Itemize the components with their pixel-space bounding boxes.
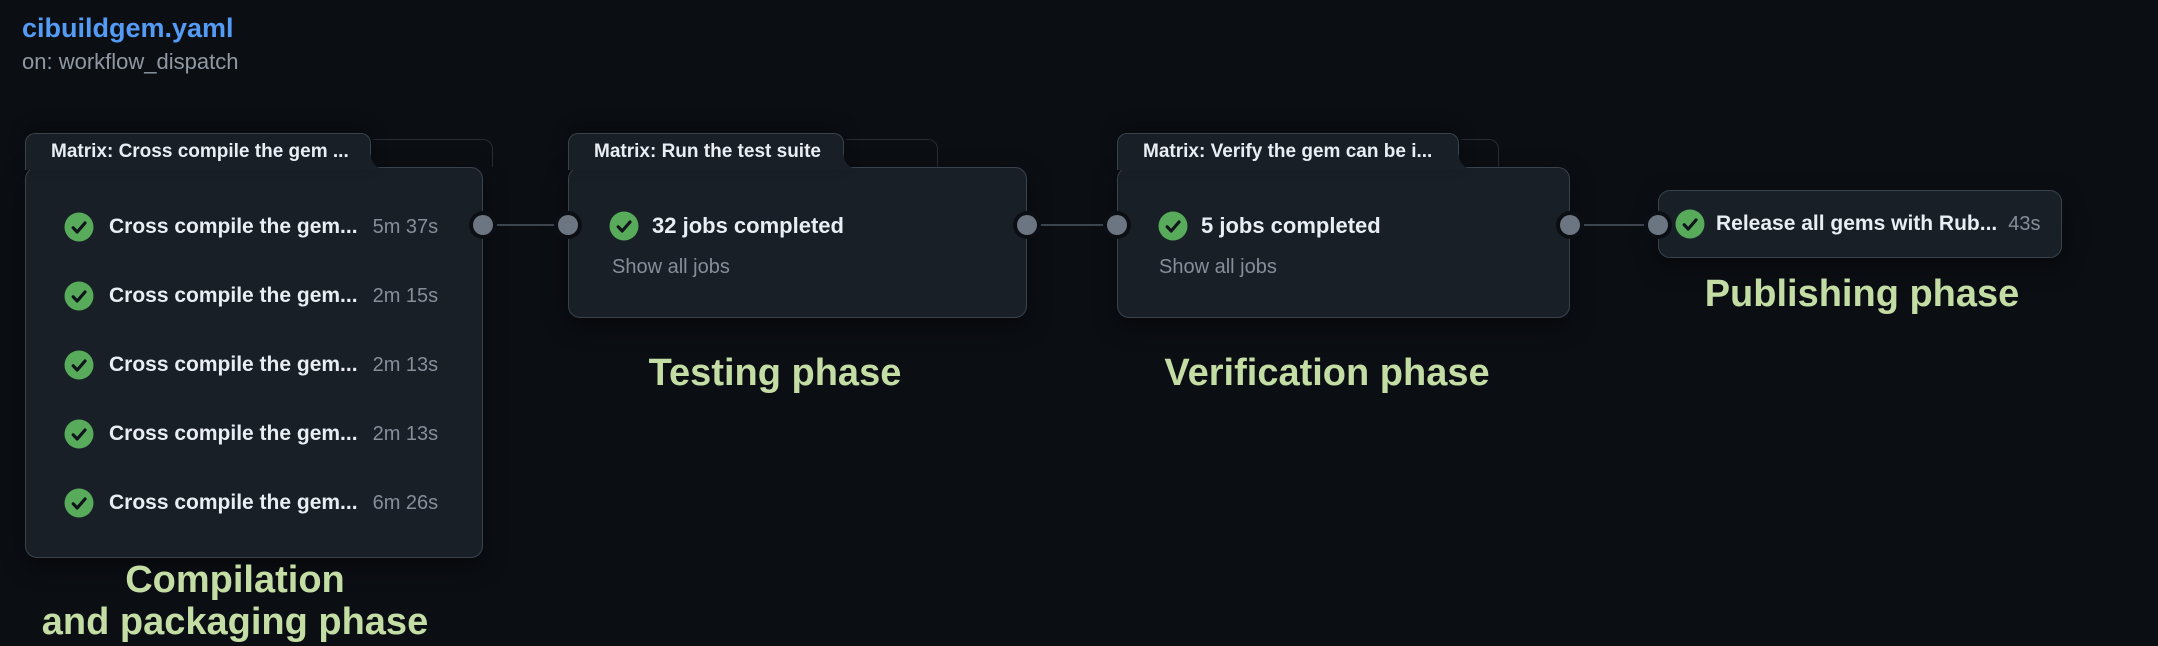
- success-check-icon: [64, 212, 94, 242]
- phase-annotation-compilation: Compilation and packaging phase: [5, 559, 465, 643]
- job-name: Cross compile the gem...: [109, 353, 358, 376]
- stacked-tab-ghost: [846, 139, 938, 167]
- tab-flare-decoration: [842, 154, 859, 170]
- phase-annotation-line: and packaging phase: [41, 601, 429, 643]
- job-row[interactable]: Release all gems with Rub... 43s: [1659, 209, 2061, 239]
- tab-flare-decoration: [369, 154, 386, 170]
- connector-line: [1570, 224, 1658, 226]
- connector-dot: [1017, 215, 1037, 235]
- phase-annotation-publishing: Publishing phase: [1704, 273, 2020, 315]
- job-duration: 5m 37s: [372, 215, 439, 238]
- job-group-summary-row[interactable]: 5 jobs completed: [1118, 211, 1569, 241]
- job-row[interactable]: Cross compile the gem... 2m 13s: [26, 350, 482, 380]
- success-check-icon: [64, 419, 94, 449]
- stacked-tab-ghost: [1461, 139, 1499, 167]
- connector-line: [1027, 224, 1117, 226]
- phase-annotation-testing: Testing phase: [648, 352, 902, 394]
- job-duration: 2m 13s: [372, 422, 439, 445]
- connector-line: [483, 224, 568, 226]
- job-duration: 2m 15s: [372, 284, 439, 307]
- success-check-icon: [1158, 211, 1188, 241]
- connector-dot: [473, 215, 493, 235]
- success-check-icon: [64, 350, 94, 380]
- connector-dot: [1560, 215, 1580, 235]
- job-card-release[interactable]: Release all gems with Rub... 43s: [1658, 190, 2062, 258]
- connector-dot: [1107, 215, 1127, 235]
- matrix-tab-compile-label: Matrix: Cross compile the gem ...: [51, 141, 349, 162]
- success-check-icon: [64, 281, 94, 311]
- show-all-jobs-link[interactable]: Show all jobs: [612, 256, 730, 278]
- job-name: Cross compile the gem...: [109, 422, 358, 445]
- matrix-tab-test: Matrix: Run the test suite: [568, 133, 844, 170]
- job-duration: 43s: [2008, 212, 2041, 235]
- success-check-icon: [1675, 209, 1705, 239]
- tab-flare-decoration: [1457, 154, 1474, 170]
- stacked-tab-ghost: [373, 139, 493, 167]
- matrix-tab-verify: Matrix: Verify the gem can be i...: [1117, 133, 1459, 170]
- workflow-header: cibuildgem.yaml on: workflow_dispatch: [22, 12, 238, 75]
- phase-annotation-verification: Verification phase: [1164, 352, 1490, 394]
- show-all-jobs-link[interactable]: Show all jobs: [1159, 256, 1277, 278]
- job-group-card-compile: Cross compile the gem... 5m 37s Cross co…: [25, 167, 483, 558]
- job-name: Cross compile the gem...: [109, 215, 358, 238]
- job-row[interactable]: Cross compile the gem... 2m 15s: [26, 281, 482, 311]
- job-name: Release all gems with Rub...: [1716, 212, 1998, 235]
- job-row[interactable]: Cross compile the gem... 2m 13s: [26, 419, 482, 449]
- job-duration: 6m 26s: [372, 491, 439, 514]
- job-name: Cross compile the gem...: [109, 284, 358, 307]
- job-group-card-verify: 5 jobs completed Show all jobs: [1117, 167, 1570, 318]
- jobs-completed-summary: 32 jobs completed: [652, 213, 844, 238]
- matrix-tab-compile: Matrix: Cross compile the gem ...: [25, 133, 371, 170]
- job-duration: 2m 13s: [372, 353, 439, 376]
- job-row[interactable]: Cross compile the gem... 6m 26s: [26, 488, 482, 518]
- job-row[interactable]: Cross compile the gem... 5m 37s: [26, 212, 482, 242]
- workflow-trigger-label: on: workflow_dispatch: [22, 49, 239, 74]
- job-group-card-test: 32 jobs completed Show all jobs: [568, 167, 1027, 318]
- workflow-file-link[interactable]: cibuildgem.yaml: [22, 13, 234, 43]
- job-name: Cross compile the gem...: [109, 491, 358, 514]
- connector-dot: [558, 215, 578, 235]
- success-check-icon: [64, 488, 94, 518]
- job-group-summary-row[interactable]: 32 jobs completed: [569, 211, 1026, 241]
- jobs-completed-summary: 5 jobs completed: [1201, 213, 1381, 238]
- connector-dot: [1648, 215, 1668, 235]
- phase-annotation-line: Compilation: [125, 559, 345, 601]
- matrix-tab-test-label: Matrix: Run the test suite: [594, 141, 821, 162]
- matrix-tab-verify-label: Matrix: Verify the gem can be i...: [1143, 141, 1433, 162]
- success-check-icon: [609, 211, 639, 241]
